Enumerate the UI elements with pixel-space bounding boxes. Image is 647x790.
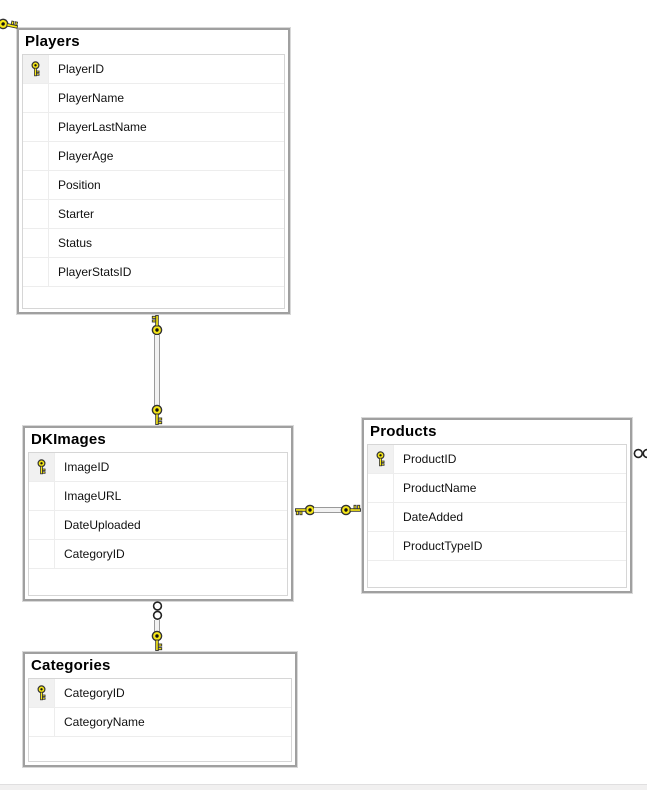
icon-cell — [368, 474, 394, 502]
table-row[interactable]: PlayerLastName — [23, 113, 284, 142]
primary-key-cell — [23, 55, 49, 83]
column-name: PlayerName — [58, 91, 125, 105]
icon-cell — [23, 200, 49, 228]
table-row[interactable]: Status — [23, 229, 284, 258]
column-name: PlayerID — [58, 62, 105, 76]
table-row[interactable]: PlayerStatsID — [23, 258, 284, 287]
icon-cell — [23, 229, 49, 257]
key-end-icon[interactable] — [0, 16, 20, 34]
column-name: Position — [58, 178, 101, 192]
table-title[interactable]: DKImages — [31, 431, 106, 448]
relationship-line[interactable] — [154, 620, 160, 633]
icon-cell — [23, 171, 49, 199]
icon-cell — [23, 84, 49, 112]
table-row[interactable]: CategoryID — [29, 679, 291, 708]
primary-key-cell — [368, 445, 394, 473]
key-end-icon[interactable] — [150, 404, 164, 426]
table-row[interactable]: DateUploaded — [29, 511, 287, 540]
table-row[interactable]: ImageID — [29, 453, 287, 482]
primary-key-icon — [37, 459, 46, 475]
table-row[interactable]: PlayerID — [23, 55, 284, 84]
icon-cell — [29, 540, 55, 568]
column-name: ProductName — [403, 481, 477, 495]
column-name: DateUploaded — [64, 518, 141, 532]
relationship-line[interactable] — [314, 507, 342, 513]
key-end-icon[interactable] — [294, 503, 316, 517]
column-name: CategoryID — [64, 547, 125, 561]
many-end-infinity-icon[interactable] — [151, 601, 164, 621]
column-name: Status — [58, 236, 93, 250]
column-name: ImageID — [64, 460, 110, 474]
icon-cell — [23, 258, 49, 286]
column-name: ImageURL — [64, 489, 122, 503]
icon-cell — [368, 503, 394, 531]
table-categories[interactable]: Categories CategoryID CategoryName — [23, 652, 297, 767]
column-name: PlayerAge — [58, 149, 114, 163]
table-title[interactable]: Categories — [31, 657, 111, 674]
table-title[interactable]: Players — [25, 33, 80, 50]
key-end-icon[interactable] — [150, 314, 164, 336]
table-row[interactable]: PlayerAge — [23, 142, 284, 171]
column-name: DateAdded — [403, 510, 464, 524]
icon-cell — [23, 113, 49, 141]
icon-cell — [29, 708, 55, 736]
table-row[interactable]: DateAdded — [368, 503, 626, 532]
table-row[interactable]: Position — [23, 171, 284, 200]
table-row[interactable]: PlayerName — [23, 84, 284, 113]
icon-cell — [23, 142, 49, 170]
column-name: ProductID — [403, 452, 457, 466]
icon-cell — [368, 532, 394, 560]
column-name: PlayerStatsID — [58, 265, 132, 279]
table-row[interactable]: ProductID — [368, 445, 626, 474]
column-name: CategoryID — [64, 686, 125, 700]
primary-key-icon — [31, 61, 40, 77]
table-row[interactable]: ImageURL — [29, 482, 287, 511]
relationship-line[interactable] — [154, 335, 160, 406]
primary-key-icon — [37, 685, 46, 701]
column-name: ProductTypeID — [403, 539, 483, 553]
icon-cell — [29, 511, 55, 539]
table-title[interactable]: Products — [370, 423, 437, 440]
column-name: Starter — [58, 207, 95, 221]
column-list: CategoryID CategoryName — [28, 678, 292, 762]
bottom-panel-edge — [0, 784, 647, 790]
table-row[interactable]: CategoryName — [29, 708, 291, 737]
key-end-icon[interactable] — [150, 630, 164, 652]
icon-cell — [29, 482, 55, 510]
key-end-icon[interactable] — [340, 503, 362, 517]
column-name: CategoryName — [64, 715, 145, 729]
many-end-infinity-icon[interactable] — [633, 447, 647, 460]
column-name: PlayerLastName — [58, 120, 147, 134]
primary-key-icon — [376, 451, 385, 467]
table-row[interactable]: ProductTypeID — [368, 532, 626, 561]
primary-key-cell — [29, 679, 55, 707]
table-row[interactable]: Starter — [23, 200, 284, 229]
table-row[interactable]: ProductName — [368, 474, 626, 503]
table-row[interactable]: CategoryID — [29, 540, 287, 569]
primary-key-cell — [29, 453, 55, 481]
